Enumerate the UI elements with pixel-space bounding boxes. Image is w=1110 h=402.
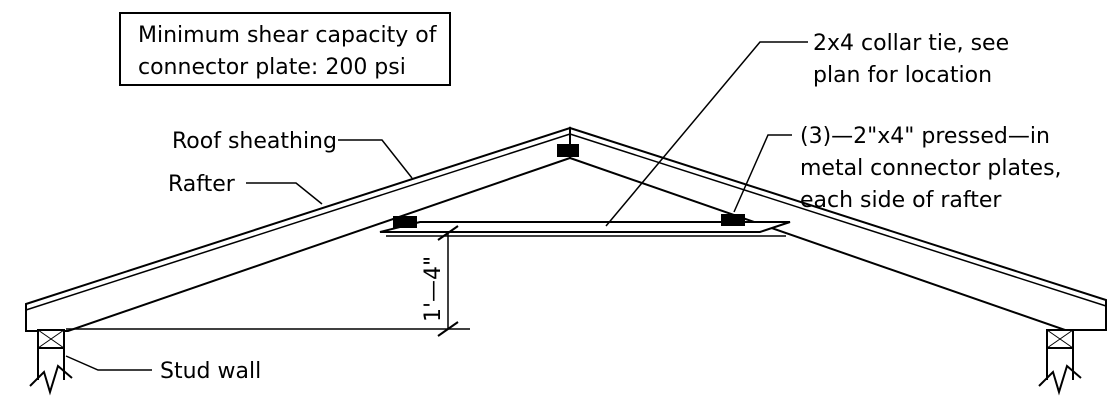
stud-wall-label: Stud wall — [160, 359, 261, 384]
right-connector-plate — [721, 214, 745, 226]
left-break-symbol — [29, 364, 73, 396]
right-break-symbol — [1038, 364, 1082, 396]
left-rafter — [25, 126, 571, 332]
roof-sheathing-leader — [338, 139, 413, 179]
dimension-tick-top — [437, 225, 459, 241]
roof-sheathing-label: Roof sheathing — [172, 129, 337, 154]
note-line-1: Minimum shear capacity of — [138, 23, 438, 48]
collar-tie-leader — [605, 41, 808, 227]
note-box: Minimum shear capacity of connector plat… — [119, 12, 451, 86]
dimension-text: 1'—4" — [421, 256, 446, 322]
left-connector-plate — [393, 216, 417, 228]
rafter-label: Rafter — [168, 172, 236, 197]
plates-label-line-3: each side of rafter — [800, 188, 1002, 213]
plates-label-line-2: metal connector plates, — [800, 156, 1062, 181]
rafter-leader — [246, 182, 323, 205]
plates-label-line-1: (3)—2"x4" pressed—in — [800, 124, 1050, 149]
collar-tie-label-line-2: plan for location — [813, 63, 992, 88]
left-sheathing-line — [25, 133, 571, 311]
left-stud-wall — [29, 329, 73, 396]
note-box-frame — [119, 12, 451, 86]
right-stud-wall — [1038, 329, 1082, 396]
collar-tie-label-line-1: 2x4 collar tie, see — [813, 31, 1009, 56]
ridge-connector-plate — [557, 144, 579, 157]
plates-leader — [733, 134, 792, 213]
collar-height-dimension: 1'—4" — [421, 225, 459, 337]
leaders — [65, 41, 808, 371]
note-line-2: connector plate: 200 psi — [138, 55, 406, 80]
stud-wall-leader — [65, 355, 152, 371]
dimension-tick-bottom — [437, 321, 459, 337]
